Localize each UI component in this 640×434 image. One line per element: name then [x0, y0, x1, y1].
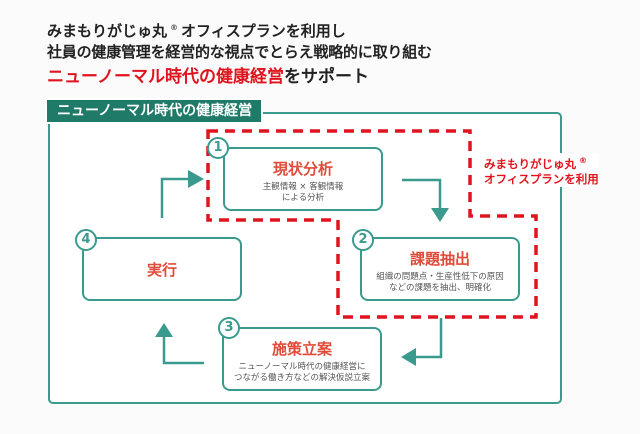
step-title: 実行 — [146, 261, 177, 279]
headline-line-1: みまもりがじゅ丸®オフィスプランを利用し — [47, 20, 346, 41]
step-description-line: 主観情報 × 客観情報 — [262, 182, 344, 192]
plan-scope-dashed-outline — [206, 129, 538, 319]
diagram-title: ニューノーマル時代の健康経営 — [45, 98, 263, 124]
step-description-line: ニューノーマル時代の健康経営に — [238, 362, 366, 372]
step-box-current-analysis: 現状分析 主観情報 × 客観情報 による分析 — [223, 147, 383, 211]
step-number-badge: 2 — [352, 229, 374, 251]
step-description-line: 組織の問題点・生産性低下の原因 — [376, 272, 504, 282]
arrow-step4-to-step1 — [160, 170, 204, 218]
arrow-step3-to-step4 — [155, 323, 204, 365]
step-description: 組織の問題点・生産性低下の原因 などの課題を抽出、明確化 — [362, 272, 518, 294]
step-description-line: による分析 — [281, 193, 325, 203]
headline-line-3: ニューノーマル時代の健康経営をサポート — [47, 62, 369, 87]
headline-highlight: ニューノーマル時代の健康経営 — [47, 67, 284, 87]
plan-scope-label: みまもりがじゅ丸® オフィスプランを利用 — [484, 153, 599, 187]
step-description: 主観情報 × 客観情報 による分析 — [225, 182, 381, 204]
registered-mark: ® — [579, 156, 587, 165]
brand-name: みまもりがじゅ丸 — [47, 22, 168, 40]
step-title: 課題抽出 — [409, 250, 470, 268]
headline-line-2: 社員の健康管理を経営的な視点でとらえ戦略的に取り組む — [47, 43, 432, 61]
registered-mark: ® — [170, 23, 179, 32]
step-title: 現状分析 — [272, 160, 333, 178]
step-description-line: つながる働き方などの解決仮説立案 — [233, 373, 370, 383]
headline-line-1-rest: オフィスプランを利用し — [181, 22, 346, 40]
step-description-line: などの課題を抽出、明確化 — [388, 283, 491, 293]
plan-label-line-1: みまもりがじゅ丸 — [484, 156, 576, 171]
arrow-step1-to-step2 — [402, 178, 449, 222]
step-box-issue-extraction: 課題抽出 組織の問題点・生産性低下の原因 などの課題を抽出、明確化 — [360, 237, 520, 301]
step-description: ニューノーマル時代の健康経営に つながる働き方などの解決仮説立案 — [224, 362, 380, 384]
plan-label-line-2: オフィスプランを利用 — [484, 171, 599, 186]
step-box-measure-planning: 施策立案 ニューノーマル時代の健康経営に つながる働き方などの解決仮説立案 — [222, 327, 382, 391]
step-number-badge: 1 — [207, 137, 229, 159]
arrow-step2-to-step3 — [401, 318, 443, 366]
step-number-badge: 3 — [218, 317, 240, 339]
step-title: 施策立案 — [271, 340, 332, 358]
step-number-badge: 4 — [75, 229, 97, 251]
headline-line-3-rest: をサポート — [283, 67, 369, 87]
step-box-execution: 実行 — [82, 237, 242, 301]
